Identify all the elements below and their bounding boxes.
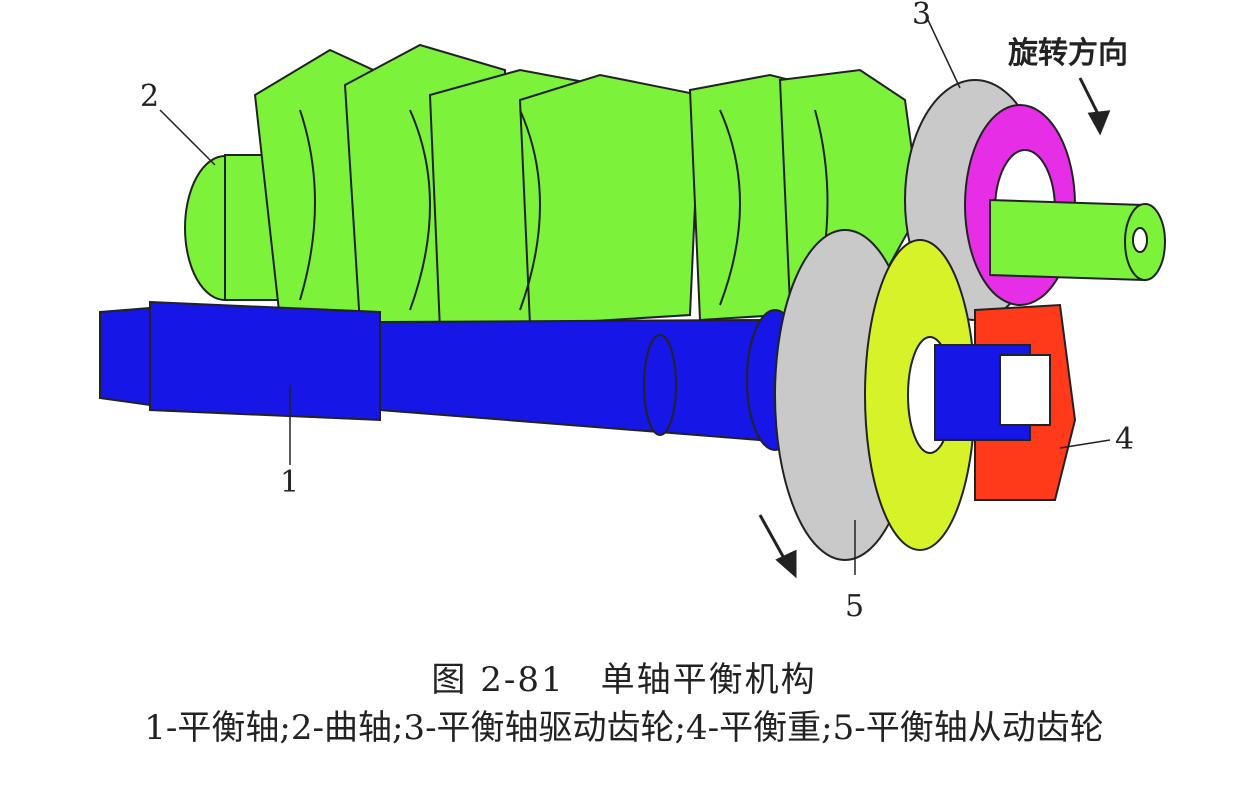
callout-3: 3 (912, 0, 932, 32)
drive-gear-shaft (989, 198, 1166, 282)
callout-1: 1 (280, 465, 300, 500)
callout-2: 2 (140, 79, 160, 114)
callout-leaders (159, 19, 1111, 575)
figure-legend: 1-平衡轴;2-曲轴;3-平衡轴驱动齿轮;4-平衡重;5-平衡轴从动齿轮 (144, 708, 1104, 748)
callout-4: 4 (1115, 422, 1135, 457)
balance-shaft (99, 300, 804, 451)
callout-5: 5 (845, 589, 865, 624)
driven-gear (774, 229, 1051, 561)
figure-title: 图 2-81 单轴平衡机构 (431, 660, 817, 700)
rotation-direction-label: 旋转方向 (1008, 36, 1128, 71)
rotation-arrows (758, 77, 1111, 579)
